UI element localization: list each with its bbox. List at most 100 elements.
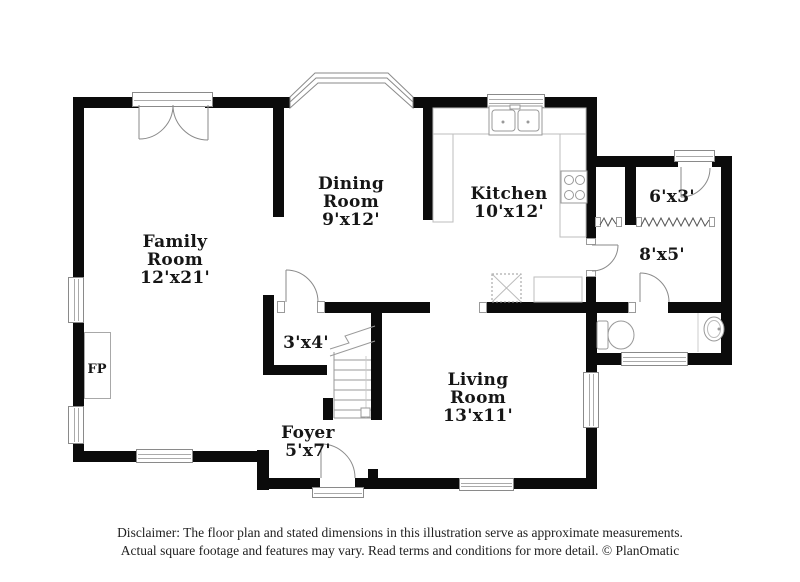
window <box>487 94 545 108</box>
door-jamb <box>317 301 325 313</box>
door-jamb <box>636 217 642 227</box>
room-label-hall-8x5: 8'x5' <box>639 246 685 264</box>
window-pane-line <box>73 279 75 321</box>
door-jamb <box>595 217 601 227</box>
wall-segment <box>487 302 632 313</box>
wall-segment <box>263 295 274 375</box>
door-frame-line <box>314 492 362 494</box>
cabinet-box <box>533 276 583 303</box>
window-pane-line <box>623 356 686 358</box>
wall-segment <box>273 97 284 217</box>
wall-segment <box>721 156 732 365</box>
room-label-closet-6x3: 6'x3' <box>649 188 695 206</box>
window-pane-line <box>588 374 590 426</box>
door-jamb <box>628 302 636 313</box>
wall-segment <box>73 108 84 278</box>
room-label-kitchen: Kitchen 10'x12' <box>470 185 547 221</box>
disclaimer-line-2: Actual square footage and features may v… <box>120 543 680 558</box>
window <box>459 478 514 491</box>
wall-segment <box>423 97 434 220</box>
door-frame-line <box>676 156 713 157</box>
wall-segment <box>322 302 430 313</box>
wall-segment <box>73 97 139 108</box>
door-jamb <box>586 270 596 277</box>
window-pane-line <box>489 102 543 104</box>
label-line: 13'x11' <box>443 406 513 426</box>
door-jamb <box>277 301 285 313</box>
wall-segment <box>263 365 327 375</box>
french-door-icon <box>138 104 209 141</box>
door-frame <box>312 487 364 498</box>
label-line: 3'x4' <box>283 333 329 353</box>
room-label-living-room: Living Room 13'x11' <box>443 371 513 425</box>
label-line: Living <box>447 370 509 390</box>
window-pane-line <box>78 408 80 442</box>
label-line: Kitchen <box>470 184 548 204</box>
label-line: 9'x12' <box>322 210 380 230</box>
wall-segment <box>586 353 623 365</box>
door-frame-line <box>134 99 211 101</box>
kitchen-sink-icon <box>488 104 543 136</box>
wall-segment <box>586 97 597 167</box>
bathroom-door-icon <box>639 272 670 303</box>
window <box>68 277 84 323</box>
stairs-icon <box>329 325 376 419</box>
door-frame <box>674 150 715 162</box>
wall-segment <box>625 167 636 225</box>
window-pane-line <box>138 453 191 455</box>
door-jamb <box>479 302 487 313</box>
wall-segment <box>586 427 597 489</box>
window-pane-line <box>138 457 191 459</box>
wall-segment <box>192 451 268 462</box>
label-line: 10'x12' <box>474 202 544 222</box>
door-jamb <box>709 217 715 227</box>
wall-segment <box>257 478 320 489</box>
wall-segment <box>73 451 139 462</box>
stove-icon <box>560 170 588 204</box>
label-line: Family <box>142 232 208 252</box>
label-line: Room <box>450 388 506 408</box>
room-label-family-room: Family Room 12'x21' <box>140 233 210 287</box>
room-label-dining-room: Dining Room 9'x12' <box>318 175 384 229</box>
wall-segment <box>73 322 84 407</box>
window <box>621 352 688 366</box>
door-jamb <box>586 238 596 245</box>
label-line: Dining <box>317 174 385 194</box>
label-line: FP <box>87 362 107 377</box>
wall-segment <box>586 312 597 354</box>
wall-segment <box>205 97 290 108</box>
window-pane-line <box>489 98 543 100</box>
label-line: 6'x3' <box>649 187 695 207</box>
window-pane-line <box>593 374 595 426</box>
room-label-foyer: Foyer 5'x7' <box>281 424 335 460</box>
wall-segment <box>368 469 378 479</box>
toilet-icon <box>596 320 635 350</box>
label-line: 5'x7' <box>285 441 331 461</box>
wall-segment <box>668 302 721 313</box>
window <box>583 372 599 428</box>
fireplace-label: FP <box>87 362 106 377</box>
window-pane-line <box>73 408 75 442</box>
door-jamb <box>616 217 622 227</box>
wall-segment <box>413 97 490 108</box>
door-frame <box>132 92 213 107</box>
wall-segment <box>544 97 597 108</box>
wall-segment <box>355 478 460 489</box>
label-line: 8'x5' <box>639 245 685 265</box>
washer-box-icon <box>491 273 522 303</box>
window-pane-line <box>78 279 80 321</box>
window <box>68 406 84 444</box>
window <box>136 449 193 463</box>
wall-segment <box>514 478 597 489</box>
wall-segment <box>687 353 732 365</box>
wall-segment <box>712 156 732 167</box>
wall-segment <box>371 313 382 420</box>
window-pane-line <box>461 486 512 488</box>
wall-segment <box>586 156 678 167</box>
room-label-closet-3x4: 3'x4' <box>283 334 329 352</box>
wall-segment <box>586 365 597 374</box>
label-line: Room <box>322 192 379 212</box>
wall-segment <box>586 277 596 313</box>
label-line: Foyer <box>281 423 335 443</box>
